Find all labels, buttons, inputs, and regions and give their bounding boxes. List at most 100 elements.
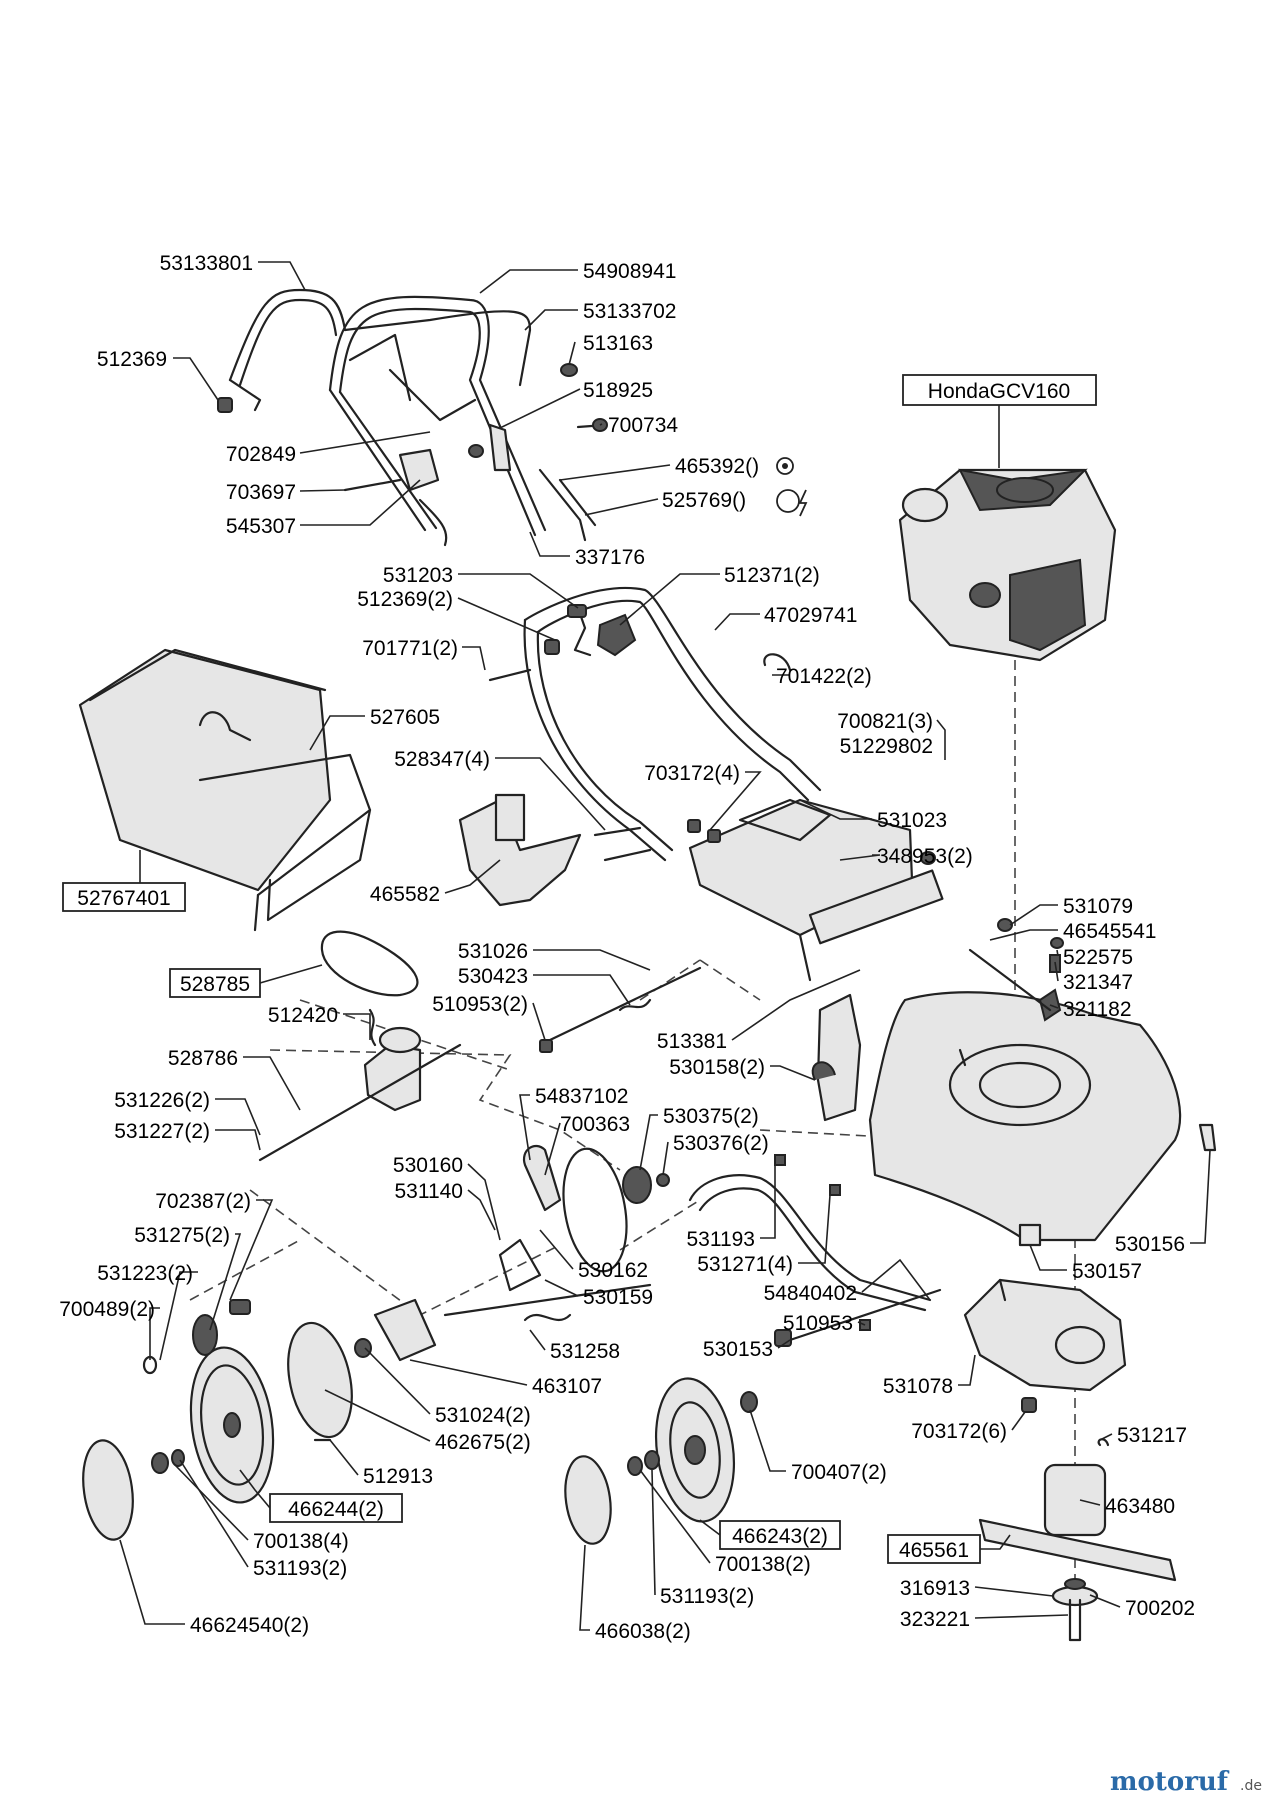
label-531227-2: 531227(2) — [114, 1120, 210, 1143]
mower-deck — [811, 918, 1217, 1247]
label-530160: 530160 — [393, 1154, 463, 1177]
rear-deck-plate — [816, 993, 862, 1122]
front-wheel-466243 — [564, 1377, 758, 1545]
catcher-handle — [198, 711, 252, 742]
label-530156: 530156 — [1115, 1233, 1185, 1256]
label-51229802: 51229802 — [840, 735, 933, 758]
label-702849: 702849 — [226, 443, 296, 466]
rear-wheel-466244 — [82, 1299, 372, 1541]
label-530158-2: 530158(2) — [669, 1056, 765, 1079]
label-465561: 465561 — [899, 1539, 969, 1562]
label-531024-2: 531024(2) — [435, 1404, 531, 1427]
label-531026: 531026 — [458, 940, 528, 963]
spring-512420 — [368, 1008, 377, 1047]
adapter-463480 — [1043, 1463, 1107, 1537]
spring-530423 — [618, 998, 652, 1012]
label-700138-4: 700138(4) — [253, 1530, 349, 1553]
nut-512369 — [217, 397, 233, 413]
washer-513163 — [560, 363, 578, 377]
label-531275-2: 531275(2) — [134, 1224, 230, 1247]
label-531023: 531023 — [877, 809, 947, 832]
watermark-tld: .de — [1240, 1778, 1262, 1794]
label-54837102: 54837102 — [535, 1085, 628, 1108]
front-axle-54840402 — [688, 1154, 942, 1347]
engine-fins — [1009, 558, 1087, 652]
label-53133801: 53133801 — [160, 252, 253, 275]
blade-assembly — [978, 1438, 1177, 1642]
height-adjuster — [373, 1144, 670, 1362]
handle-hardware — [217, 363, 608, 547]
bushing-530375 — [622, 1166, 652, 1204]
latch-530156 — [1198, 1123, 1217, 1152]
mulch-plug-530158 — [811, 1061, 836, 1081]
label-531078: 531078 — [883, 1375, 953, 1398]
pinion-702387 — [229, 1299, 251, 1315]
engine-hondagcv160 — [898, 468, 1117, 662]
label-531223-2: 531223(2) — [97, 1262, 193, 1285]
leader-lines — [119, 261, 1211, 1631]
label-531217: 531217 — [1117, 1424, 1187, 1447]
label-47029741: 47029741 — [764, 604, 857, 627]
label-466243-2: 466243(2) — [732, 1525, 828, 1548]
washer-700138 — [151, 1452, 169, 1474]
gear-symbol-icon — [776, 457, 794, 475]
washer-700407 — [740, 1391, 758, 1413]
screw-703697 — [343, 478, 402, 492]
bolt-528347 — [593, 826, 642, 837]
grass-catcher — [78, 648, 372, 932]
label-512371-2: 512371(2) — [724, 564, 820, 587]
clip-701422 — [763, 653, 792, 672]
label-54840402: 54840402 — [764, 1282, 857, 1305]
lower-handle — [488, 586, 822, 862]
label-700821-3: 700821(3) — [837, 710, 933, 733]
label-531193-2b: 531193(2) — [660, 1585, 754, 1608]
label-337176: 337176 — [575, 546, 645, 569]
label-46545541: 46545541 — [1063, 920, 1156, 943]
label-512369: 512369 — [97, 348, 167, 371]
label-466038-2: 466038(2) — [595, 1620, 691, 1643]
bar-513381 — [808, 869, 944, 945]
label-518925: 518925 — [583, 379, 653, 402]
label-528347-4: 528347(4) — [394, 748, 490, 771]
catcher-frame — [198, 753, 372, 897]
rear-cover-531023 — [593, 798, 944, 982]
label-510953-2: 510953(2) — [432, 993, 528, 1016]
label-700202: 700202 — [1125, 1597, 1195, 1620]
axle-463107 — [443, 1283, 652, 1317]
label-700734: 700734 — [608, 414, 678, 437]
part-labels: 53133801 54908941 53133702 512369 513163… — [59, 252, 1195, 1643]
label-545307: 545307 — [226, 515, 296, 538]
drive-belt-528785 — [320, 930, 419, 997]
bolt-323221 — [1068, 1598, 1082, 1642]
blade-465561 — [978, 1518, 1177, 1582]
deck-opening — [948, 1043, 1092, 1127]
bolt-701771 — [488, 668, 532, 682]
watermark: motoruf .de — [1110, 1767, 1262, 1797]
label-528786: 528786 — [168, 1047, 238, 1070]
label-531193-2a: 531193(2) — [253, 1557, 347, 1580]
engine-symbol-icon — [776, 489, 800, 513]
spring-531258 — [523, 1313, 572, 1322]
label-528785: 528785 — [180, 973, 250, 996]
operator-bail — [228, 288, 532, 412]
label-531258: 531258 — [550, 1340, 620, 1363]
label-462675-2: 462675(2) — [435, 1431, 531, 1454]
label-530159: 530159 — [583, 1286, 653, 1309]
pin-530157 — [1018, 1223, 1042, 1247]
key-531217 — [1097, 1438, 1110, 1447]
label-323221: 323221 — [900, 1608, 970, 1631]
label-700363: 700363 — [560, 1113, 630, 1136]
label-466244-2: 466244(2) — [288, 1498, 384, 1521]
label-46624540-2: 46624540(2) — [190, 1614, 309, 1637]
label-700138-2: 700138(2) — [715, 1553, 811, 1576]
boxed-labels — [62, 882, 981, 1564]
wheel-cover-46624540 — [82, 1439, 134, 1541]
label-512369-2: 512369(2) — [357, 588, 453, 611]
label-321347: 321347 — [1063, 971, 1133, 994]
label-530157: 530157 — [1072, 1260, 1142, 1283]
lever-54837102 — [522, 1144, 562, 1212]
label-530153: 530153 — [703, 1338, 773, 1361]
label-700489-2: 700489(2) — [59, 1298, 155, 1321]
label-531226-2: 531226(2) — [114, 1089, 210, 1112]
label-531140: 531140 — [394, 1180, 463, 1203]
